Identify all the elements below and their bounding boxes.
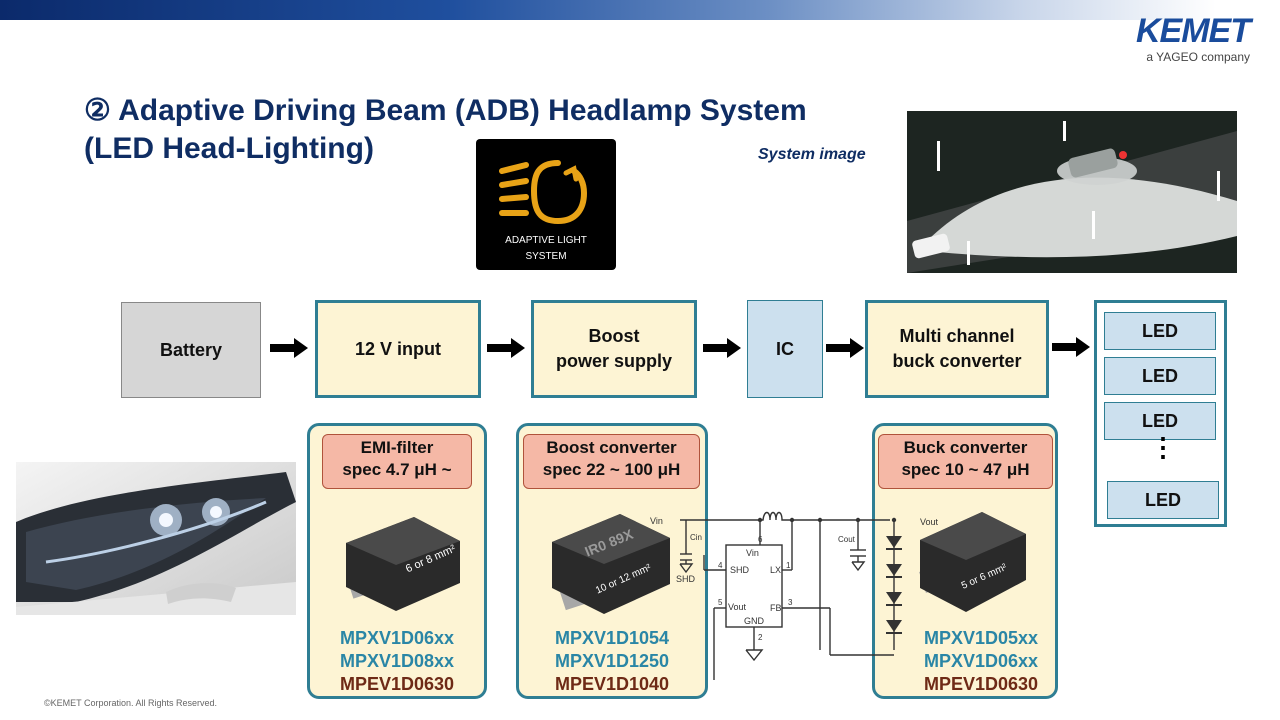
buck-converter-block: Multi channel buck converter	[865, 300, 1049, 398]
shd-label: SHD	[676, 574, 696, 584]
boost-block-line2: power supply	[555, 351, 672, 371]
arrow-icon	[826, 338, 864, 358]
brand: KEMET a YAGEO company	[1136, 12, 1251, 64]
kemet-logo: KEMET	[1136, 12, 1251, 50]
pin-gnd-label: GND	[744, 616, 765, 626]
copyright: ©KEMET Corporation. All Rights Reserved.	[44, 698, 218, 708]
led-block: LED	[1104, 312, 1216, 350]
part-number: MPXV1D06xx	[339, 628, 455, 648]
emi-part-numbers: MPXV1D06xx MPXV1D08xx MPEV1D0630	[307, 627, 487, 696]
emi-filter-tag: EMI-filter spec 4.7 μH ~	[322, 434, 472, 489]
buck-tag-line2: spec 10 ~ 47 μH	[901, 460, 1030, 479]
boost-block-line1: Boost	[588, 326, 640, 346]
boost-tag-line2: spec 22 ~ 100 μH	[542, 460, 681, 479]
buck-tag-line1: Buck converter	[903, 438, 1028, 457]
led-block: LED	[1107, 481, 1219, 519]
part-number: MPXV1D06xx	[923, 651, 1039, 671]
arrow-icon	[487, 338, 525, 358]
adaptive-light-caption: ADAPTIVE LIGHT SYSTEM	[476, 233, 616, 265]
boost-converter-tag: Boost converter spec 22 ~ 100 μH	[523, 434, 700, 489]
pin-number: 4	[718, 561, 723, 570]
system-image-label: System image	[758, 146, 866, 163]
battery-block: Battery	[121, 302, 261, 398]
system-road-image	[907, 111, 1237, 273]
ic-block: IC	[747, 300, 823, 398]
part-number-alt: MPEV1D1040	[554, 674, 670, 694]
led-block: LED	[1104, 402, 1216, 440]
pin-number: 5	[718, 598, 723, 607]
arrow-icon	[270, 338, 308, 358]
adaptive-light-badge: ADAPTIVE LIGHT SYSTEM	[476, 139, 616, 270]
adaptive-light-caption-line2: SYSTEM	[525, 251, 567, 262]
title-line-2: (LED Head-Lighting)	[84, 132, 374, 165]
led-ellipsis: ⋮	[1150, 432, 1176, 462]
boost-inductor-image: IR0 89X 10 or 12 mm²	[552, 514, 670, 614]
input-12v-block: 12 V input	[315, 300, 481, 398]
pin-number: 6	[758, 535, 763, 544]
buck-block-line1: Multi channel	[899, 326, 1015, 346]
arrow-icon	[703, 338, 741, 358]
pin-vin-label: Vin	[746, 548, 759, 558]
boost-supply-block: Boost power supply	[531, 300, 697, 398]
brand-subline: a YAGEO company	[1146, 50, 1250, 64]
boost-tag-line1: Boost converter	[546, 438, 677, 457]
led-block: LED	[1104, 357, 1216, 395]
pin-number: 1	[786, 561, 791, 570]
buck-block-line2: buck converter	[892, 351, 1022, 371]
pin-number: 2	[758, 633, 763, 642]
boost-circuit-schematic: Vin Vout Cin Cout SHD Vin SHD LX Vout FB…	[650, 511, 939, 680]
headlamp-photo	[16, 462, 296, 615]
pin-shd-label: SHD	[730, 565, 750, 575]
top-gradient-bar	[0, 0, 1280, 20]
buck-inductor-image: 5 or 6 mm²	[919, 512, 1026, 612]
emi-tag-line2: spec 4.7 μH ~	[342, 460, 452, 479]
part-number-alt: MPEV1D0630	[923, 674, 1039, 694]
adaptive-light-caption-line1: ADAPTIVE LIGHT	[505, 235, 587, 246]
emi-tag-line1: EMI-filter	[360, 438, 434, 457]
emi-inductor-image: 6 or 8 mm²	[346, 517, 460, 611]
vin-label: Vin	[650, 516, 663, 526]
part-number: MPXV1D08xx	[339, 651, 455, 671]
part-number-alt: MPEV1D0630	[339, 674, 455, 694]
boost-part-numbers: MPXV1D1054 MPXV1D1250 MPEV1D1040	[516, 627, 708, 696]
pin-number: 3	[788, 598, 793, 607]
buck-part-numbers: MPXV1D05xx MPXV1D06xx MPEV1D0630	[906, 627, 1056, 696]
slide-title: ② Adaptive Driving Beam (ADB) Headlamp S…	[84, 92, 904, 168]
part-number: MPXV1D05xx	[923, 628, 1039, 648]
pin-vout-label: Vout	[728, 602, 747, 612]
cout-label: Cout	[838, 535, 856, 544]
pin-fb-label: FB	[770, 603, 782, 613]
cin-label: Cin	[690, 533, 702, 542]
part-number: MPXV1D1250	[554, 651, 670, 671]
pin-lx-label: LX	[770, 565, 781, 575]
vout-label: Vout	[920, 517, 939, 527]
title-line-1: ② Adaptive Driving Beam (ADB) Headlamp S…	[84, 94, 807, 127]
arrow-icon	[1052, 337, 1090, 357]
adaptive-light-icon	[499, 160, 588, 225]
part-number: MPXV1D1054	[554, 628, 670, 648]
buck-converter-tag: Buck converter spec 10 ~ 47 μH	[878, 434, 1053, 489]
